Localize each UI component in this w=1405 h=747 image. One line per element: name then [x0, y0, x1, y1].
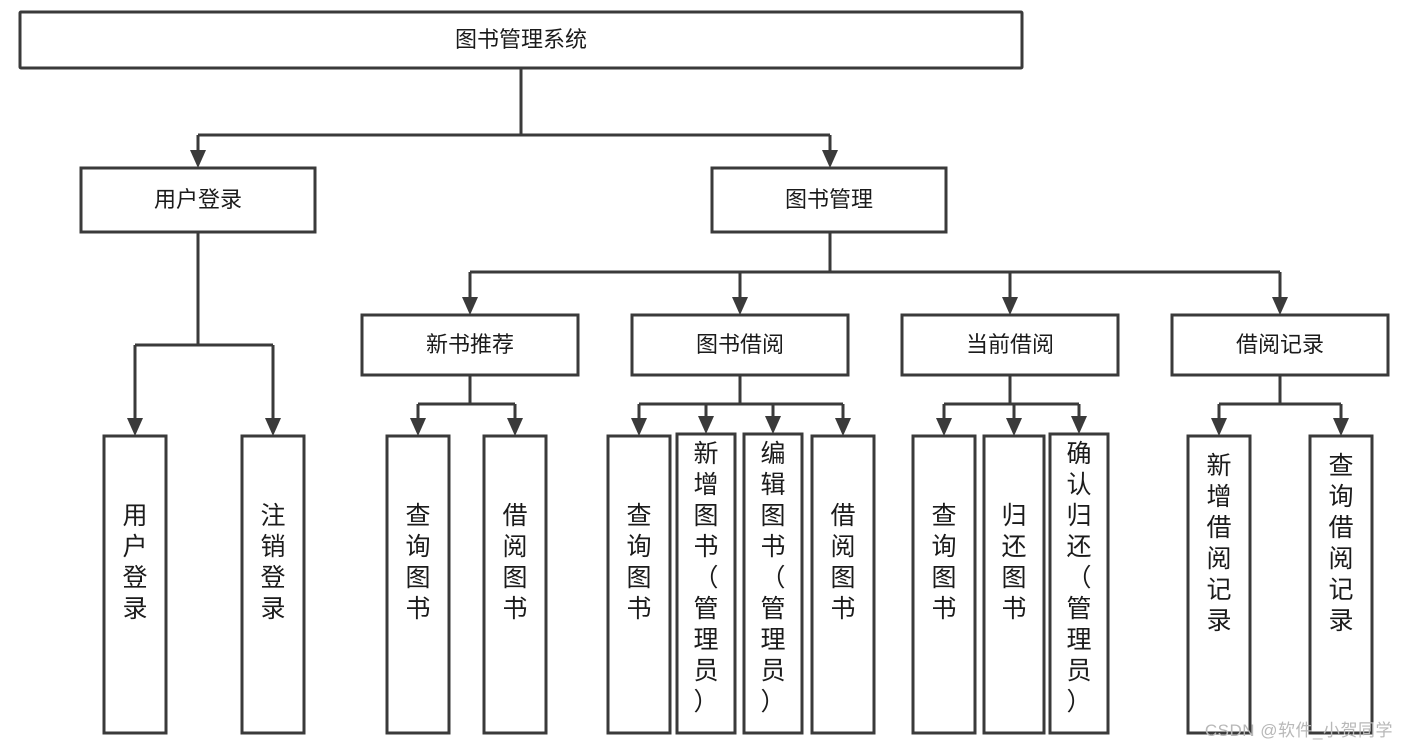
- leaf-borrow-book-rec-label: 借阅图书: [502, 502, 527, 623]
- node-new-book-rec[interactable]: 新书推荐: [360, 313, 580, 377]
- leaf-query-book-borrow-label: 查询图书: [626, 502, 651, 623]
- node-leaf-user-login[interactable]: 用户登录: [102, 434, 168, 735]
- leaf-add-book-admin-label: 新增图书（管理员）: [693, 440, 718, 716]
- node-leaf-borrow-book-borrow[interactable]: 借阅图书: [810, 434, 876, 735]
- leaf-add-borrow-record-label: 新增借阅记录: [1206, 452, 1231, 635]
- node-root-system[interactable]: 图书管理系统: [18, 10, 1024, 70]
- leaf-query-book-borrow-box: [606, 434, 672, 735]
- leaf-edit-book-admin-box: [742, 432, 804, 735]
- node-book-manage[interactable]: 图书管理: [710, 166, 948, 234]
- borrow-record-box: [1170, 313, 1390, 377]
- book-manage-box: [710, 166, 948, 234]
- new-book-rec-label: 新书推荐: [426, 332, 514, 357]
- edge-borrowrecord-to-leaves: [1211, 375, 1349, 436]
- root-label: 图书管理系统: [455, 27, 587, 52]
- current-borrow-label: 当前借阅: [966, 332, 1054, 357]
- node-leaf-edit-book-admin[interactable]: 编辑图书（管理员）: [742, 432, 804, 735]
- borrow-record-label: 借阅记录: [1236, 332, 1324, 357]
- leaf-confirm-return-admin-label: 确认归还（管理员）: [1066, 440, 1091, 716]
- book-borrow-box: [630, 313, 850, 377]
- leaf-query-book-rec-label: 查询图书: [405, 502, 430, 623]
- node-current-borrow[interactable]: 当前借阅: [900, 313, 1120, 377]
- book-manage-label: 图书管理: [785, 187, 873, 212]
- user-login-box: [79, 166, 317, 234]
- root-box: [18, 10, 1024, 70]
- leaf-return-book-box: [982, 434, 1046, 735]
- node-leaf-add-borrow-record[interactable]: 新增借阅记录: [1186, 434, 1252, 735]
- leaf-confirm-return-admin-box: [1048, 432, 1110, 735]
- node-leaf-query-borrow-record[interactable]: 查询借阅记录: [1308, 434, 1374, 735]
- node-user-login[interactable]: 用户登录: [79, 166, 317, 234]
- leaf-user-logout-label: 注销登录: [260, 502, 285, 623]
- node-book-borrow[interactable]: 图书借阅: [630, 313, 850, 377]
- edge-root-to-level2: [190, 68, 838, 168]
- leaf-add-book-admin-box: [675, 432, 737, 735]
- leaf-return-book-label: 归还图书: [1001, 502, 1026, 623]
- leaf-user-logout-box: [240, 434, 306, 735]
- edge-currentborrow-to-leaves: [936, 375, 1087, 436]
- edge-bookborrow-to-leaves: [631, 375, 851, 436]
- node-leaf-add-book-admin[interactable]: 新增图书（管理员）: [675, 432, 737, 735]
- node-leaf-query-book-rec[interactable]: 查询图书: [385, 434, 451, 735]
- leaf-query-book-rec-box: [385, 434, 451, 735]
- leaf-borrow-book-borrow-box: [810, 434, 876, 735]
- node-leaf-confirm-return-admin[interactable]: 确认归还（管理员）: [1048, 432, 1110, 735]
- node-leaf-user-logout[interactable]: 注销登录: [240, 434, 306, 735]
- edge-userlogin-to-leaves: [127, 232, 281, 436]
- leaf-query-book-current-label: 查询图书: [931, 502, 956, 623]
- leaf-query-book-current-box: [911, 434, 977, 735]
- leaf-edit-book-admin-label: 编辑图书（管理员）: [760, 440, 785, 716]
- edge-bookmanage-to-level3: [462, 232, 1288, 315]
- node-leaf-query-book-borrow[interactable]: 查询图书: [606, 434, 672, 735]
- new-book-rec-box: [360, 313, 580, 377]
- leaf-query-borrow-record-label: 查询借阅记录: [1328, 452, 1353, 635]
- node-borrow-record[interactable]: 借阅记录: [1170, 313, 1390, 377]
- edge-newbookrec-to-leaves: [410, 375, 523, 436]
- node-leaf-borrow-book-rec[interactable]: 借阅图书: [482, 434, 548, 735]
- leaf-borrow-book-rec-box: [482, 434, 548, 735]
- leaf-user-login-box: [102, 434, 168, 735]
- user-login-label: 用户登录: [154, 187, 242, 212]
- leaf-borrow-book-borrow-label: 借阅图书: [830, 502, 855, 623]
- leaf-query-borrow-record-box: [1308, 434, 1374, 735]
- node-leaf-query-book-current[interactable]: 查询图书: [911, 434, 977, 735]
- node-leaf-return-book[interactable]: 归还图书: [982, 434, 1046, 735]
- leaf-user-login-label: 用户登录: [122, 502, 147, 623]
- current-borrow-box: [900, 313, 1120, 377]
- leaf-add-borrow-record-box: [1186, 434, 1252, 735]
- book-borrow-label: 图书借阅: [696, 332, 784, 357]
